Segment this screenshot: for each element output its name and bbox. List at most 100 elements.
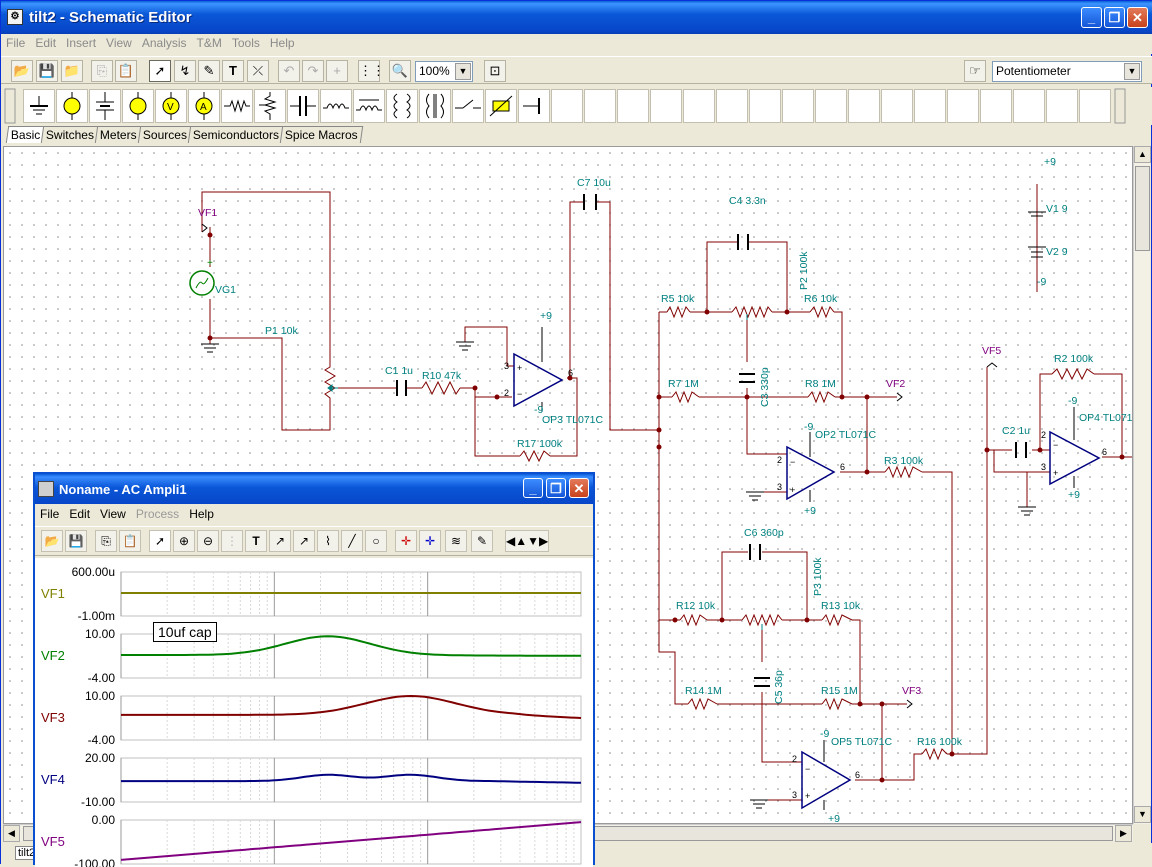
empty-slot[interactable] — [1046, 89, 1078, 123]
empty-slot[interactable] — [1013, 89, 1045, 123]
text-tool-icon[interactable]: T — [222, 60, 244, 82]
tab-semiconductors[interactable]: Semiconductors — [187, 126, 285, 143]
battery-icon[interactable] — [89, 89, 121, 123]
maximize-button[interactable]: ❐ — [1104, 7, 1125, 28]
menu-edit[interactable]: Edit — [69, 507, 91, 521]
inductor-icon[interactable] — [320, 89, 352, 123]
voltage-source-icon[interactable] — [56, 89, 88, 123]
menu-insert[interactable]: Insert — [66, 36, 97, 50]
wire-tool-icon[interactable]: ↯ — [174, 60, 196, 82]
menu-file[interactable]: File — [6, 36, 26, 50]
scroll-thumb[interactable] — [1135, 166, 1150, 251]
menu-tm[interactable]: T&M — [196, 36, 222, 50]
menu-process[interactable]: Process — [135, 507, 180, 521]
grid-icon[interactable]: ⋮ — [221, 530, 243, 552]
select-pointer-icon[interactable]: ➚ — [149, 60, 171, 82]
document-tab[interactable]: tilt2 — [15, 846, 39, 860]
probe-icon[interactable]: ✎ — [471, 530, 493, 552]
menu-analysis[interactable]: Analysis — [141, 36, 187, 50]
select-pointer-icon[interactable]: ➚ — [149, 530, 171, 552]
scroll-up-icon[interactable]: ▲ — [1134, 146, 1151, 163]
tab-basic[interactable]: Basic — [5, 126, 46, 143]
ammeter-icon[interactable]: A — [188, 89, 220, 123]
menu-help[interactable]: Help — [189, 507, 214, 521]
empty-slot[interactable] — [815, 89, 847, 123]
paste-icon[interactable]: 📋 — [119, 530, 141, 552]
menu-view[interactable]: View — [100, 507, 126, 521]
redo-icon[interactable]: ↷ — [302, 60, 324, 82]
chevron-down-icon[interactable]: ▼ — [1124, 63, 1140, 80]
curve-label-icon[interactable]: ↗ — [269, 530, 291, 552]
empty-slot[interactable] — [881, 89, 913, 123]
empty-slot[interactable] — [947, 89, 979, 123]
current-source-icon[interactable] — [122, 89, 154, 123]
open-recent-icon[interactable]: 📁 — [61, 60, 83, 82]
terminal-icon[interactable] — [518, 89, 550, 123]
variable-resistor-icon[interactable] — [485, 89, 517, 123]
zoom-in-icon[interactable]: ⊕ — [173, 530, 195, 552]
pencil-icon[interactable]: ✎ — [198, 60, 220, 82]
empty-slot[interactable] — [551, 89, 583, 123]
ground-icon[interactable] — [23, 89, 55, 123]
empty-slot[interactable] — [683, 89, 715, 123]
tab-spice-macros[interactable]: Spice Macros — [279, 126, 364, 143]
paste-icon[interactable]: 📋 — [115, 60, 137, 82]
empty-slot[interactable] — [1079, 89, 1111, 123]
copy-icon[interactable]: ⎘ — [95, 530, 117, 552]
empty-slot[interactable] — [584, 89, 616, 123]
empty-slot[interactable] — [617, 89, 649, 123]
undo-icon[interactable]: ↶ — [278, 60, 300, 82]
empty-slot[interactable] — [716, 89, 748, 123]
close-button[interactable]: ✕ — [569, 478, 589, 498]
empty-slot[interactable] — [650, 89, 682, 123]
close-button[interactable]: ✕ — [1127, 7, 1148, 28]
inductor-core-icon[interactable] — [353, 89, 385, 123]
resistor-icon[interactable] — [221, 89, 253, 123]
minimize-button[interactable]: _ — [523, 478, 543, 498]
empty-slot[interactable] — [980, 89, 1012, 123]
chevron-down-icon[interactable]: ▼ — [455, 63, 471, 80]
copy-icon[interactable]: ⎘ — [91, 60, 113, 82]
vertical-scrollbar[interactable]: ▲ ▼ — [1133, 146, 1151, 824]
maximize-button[interactable]: ❐ — [546, 478, 566, 498]
empty-slot[interactable] — [914, 89, 946, 123]
save-icon[interactable]: 💾 — [65, 530, 87, 552]
minimize-button[interactable]: _ — [1081, 7, 1102, 28]
open-folder-icon[interactable]: 📂 — [11, 60, 33, 82]
save-icon[interactable]: 💾 — [36, 60, 58, 82]
menu-edit[interactable]: Edit — [35, 36, 57, 50]
component-values-icon[interactable]: ⊡ — [484, 60, 506, 82]
curve-marker-icon[interactable]: ⌇ — [317, 530, 339, 552]
transformer-icon[interactable] — [386, 89, 418, 123]
cursor-a-icon[interactable]: ✛ — [395, 530, 417, 552]
line-tool-icon[interactable]: ╱ — [341, 530, 363, 552]
analysis-app-icon[interactable] — [38, 481, 54, 497]
place-component-icon[interactable]: ☞ — [964, 60, 986, 82]
zoom-out-icon[interactable]: ⊖ — [197, 530, 219, 552]
curve-select-icon[interactable]: ≋ — [445, 530, 467, 552]
tab-meters[interactable]: Meters — [95, 126, 143, 143]
menu-tools[interactable]: Tools — [231, 36, 260, 50]
component-select[interactable]: Potentiometer▼ — [992, 61, 1142, 82]
scroll-left-icon[interactable]: ◀ — [3, 825, 20, 842]
menu-file[interactable]: File — [40, 507, 60, 521]
menu-view[interactable]: View — [106, 36, 132, 50]
transformer-core-icon[interactable] — [419, 89, 451, 123]
circle-tool-icon[interactable]: ○ — [365, 530, 387, 552]
curve-label2-icon[interactable]: ↗ — [293, 530, 315, 552]
cursor-b-icon[interactable]: ✛ — [419, 530, 441, 552]
open-folder-icon[interactable]: 📂 — [41, 530, 63, 552]
app-icon[interactable]: ⚙ — [7, 9, 23, 25]
voltmeter-icon[interactable]: V — [155, 89, 187, 123]
menu-help[interactable]: Help — [269, 36, 295, 50]
tab-switches[interactable]: Switches — [41, 126, 100, 143]
zoom-icon[interactable]: 🔍 — [389, 60, 411, 82]
empty-slot[interactable] — [749, 89, 781, 123]
text-tool-icon[interactable]: T — [245, 530, 267, 552]
grid-icon[interactable]: ⋮⋮ — [358, 60, 385, 82]
crosshair-icon[interactable]: + — [326, 60, 348, 82]
empty-slot[interactable] — [848, 89, 880, 123]
scroll-down-icon[interactable]: ▼ — [1134, 806, 1151, 823]
plot-annotation[interactable]: 10uf cap — [153, 622, 217, 642]
